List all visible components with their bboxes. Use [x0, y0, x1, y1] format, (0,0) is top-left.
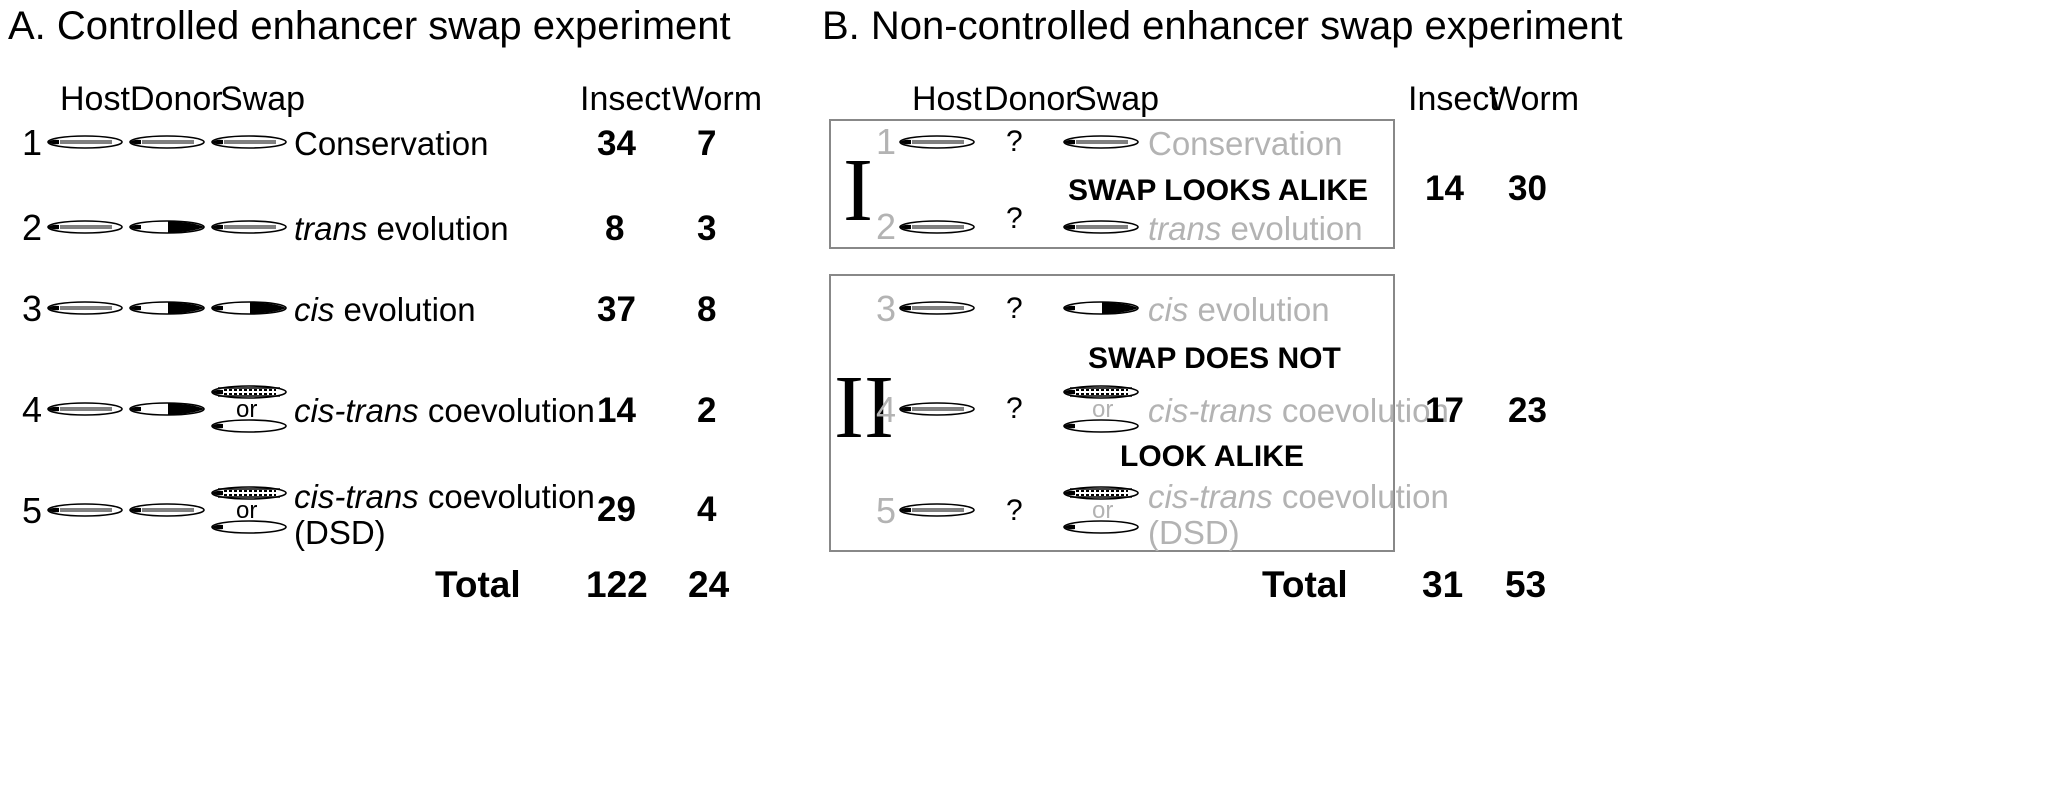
- insect-count: 37: [597, 290, 636, 329]
- enhancer-plain-icon: [899, 220, 975, 234]
- or-text: or: [1092, 497, 1114, 524]
- panel-b-total-worm: 53: [1505, 564, 1547, 605]
- panel-a-header-host: Host: [60, 80, 130, 118]
- or-text: or: [236, 497, 258, 524]
- enhancer-divergent-icon: [211, 301, 287, 315]
- panel-b-total-label: Total: [1262, 564, 1348, 605]
- roman-numeral-2: II: [834, 358, 894, 457]
- enhancer-plain-icon: [1063, 220, 1139, 234]
- enhancer-plain-icon: [899, 135, 975, 149]
- panel-b-total-insect: 31: [1422, 564, 1464, 605]
- enhancer-plain-icon: [129, 503, 205, 517]
- or-text: or: [236, 396, 258, 423]
- row-number: 1: [22, 122, 43, 163]
- row-number: 2: [22, 207, 43, 248]
- group2-insect-count: 17: [1425, 391, 1464, 430]
- panel-a-header-insect: Insect: [580, 80, 671, 118]
- row-label: cis-trans coevolution: [294, 392, 595, 429]
- enhancer-plain-icon: [899, 402, 975, 416]
- panel-a-total-label: Total: [435, 564, 521, 605]
- panel-a-header-donor: Donor: [130, 80, 223, 118]
- enhancer-divergent-icon: [129, 301, 205, 315]
- row-label: cis-trans coevolution: [294, 478, 595, 515]
- worm-count: 3: [697, 209, 717, 248]
- enhancer-plain-icon: [899, 301, 975, 315]
- group-box-not-alike: [829, 274, 1395, 552]
- row-label: Conservation: [294, 125, 489, 162]
- insect-count: 14: [597, 391, 636, 430]
- enhancer-altered-icon: [1063, 385, 1139, 399]
- enhancer-plain-icon: [211, 135, 287, 149]
- enhancer-divergent-icon: [1063, 301, 1139, 315]
- enhancer-altered-icon: [211, 486, 287, 500]
- enhancer-plain-icon: [211, 220, 287, 234]
- row-number: 1: [876, 121, 897, 162]
- panel-a-total-worm: 24: [688, 564, 730, 605]
- row-number: 5: [876, 490, 897, 531]
- worm-count: 2: [697, 391, 717, 430]
- panel-a-total-insect: 122: [586, 564, 648, 605]
- row-label: Conservation: [1148, 125, 1343, 162]
- enhancer-divergent-icon: [129, 220, 205, 234]
- group-box-alike: [829, 119, 1395, 249]
- panel-b-header-donor: Donor: [984, 80, 1077, 118]
- donor-unknown: ?: [1006, 494, 1023, 527]
- donor-unknown: ?: [1006, 392, 1023, 425]
- enhancer-plain-icon: [47, 503, 123, 517]
- enhancer-plain-icon: [47, 220, 123, 234]
- row-label: trans evolution: [1148, 210, 1363, 247]
- row-number: 4: [876, 389, 897, 430]
- donor-unknown: ?: [1006, 202, 1023, 235]
- enhancer-plain-icon: [47, 301, 123, 315]
- enhancer-empty-icon: [1063, 419, 1139, 433]
- panel-a-header-swap: Swap: [220, 80, 306, 118]
- enhancer-plain-icon: [47, 135, 123, 149]
- panel-b-header-worm: Worm: [1489, 80, 1580, 118]
- insect-count: 8: [605, 209, 625, 248]
- row-label: cis-trans coevolution: [1148, 478, 1449, 515]
- enhancer-empty-icon: [211, 419, 287, 433]
- row-label-line2: (DSD): [294, 514, 386, 551]
- enhancer-empty-icon: [1063, 520, 1139, 534]
- panel-b-header-insect: Insect: [1408, 80, 1499, 118]
- insect-count: 29: [597, 490, 636, 529]
- panel-a-header-worm: Worm: [672, 80, 763, 118]
- donor-unknown: ?: [1006, 292, 1023, 325]
- insect-count: 34: [597, 124, 636, 163]
- row-label: cis-trans coevolution: [1148, 392, 1449, 429]
- group1-worm-count: 30: [1508, 169, 1547, 208]
- row-number: 4: [22, 389, 43, 430]
- row-label: cis evolution: [294, 291, 476, 328]
- panel-b-header-swap: Swap: [1074, 80, 1160, 118]
- worm-count: 4: [697, 490, 717, 529]
- or-text: or: [1092, 396, 1114, 423]
- enhancer-altered-icon: [211, 385, 287, 399]
- enhancer-plain-icon: [129, 135, 205, 149]
- roman-numeral-1: I: [843, 141, 873, 240]
- worm-count: 8: [697, 290, 717, 329]
- enhancer-altered-icon: [1063, 486, 1139, 500]
- panel-b-header-host: Host: [912, 80, 982, 118]
- enhancer-plain-icon: [47, 402, 123, 416]
- panel-a-title: A. Controlled enhancer swap experiment: [8, 4, 731, 48]
- enhancer-plain-icon: [899, 503, 975, 517]
- row-label-line2: (DSD): [1148, 514, 1240, 551]
- row-number: 5: [22, 490, 43, 531]
- swap-does-not-caption: SWAP DOES NOT: [1088, 342, 1341, 375]
- row-number: 2: [876, 206, 897, 247]
- enhancer-plain-icon: [1063, 135, 1139, 149]
- enhancer-empty-icon: [211, 520, 287, 534]
- row-label: cis evolution: [1148, 291, 1330, 328]
- group1-insect-count: 14: [1425, 169, 1464, 208]
- panel-b-title: B. Non-controlled enhancer swap experime…: [822, 4, 1623, 48]
- group2-worm-count: 23: [1508, 391, 1547, 430]
- enhancer-divergent-icon: [129, 402, 205, 416]
- worm-count: 7: [697, 124, 717, 163]
- look-alike-caption: LOOK ALIKE: [1120, 440, 1304, 473]
- swap-looks-alike-caption: SWAP LOOKS ALIKE: [1068, 174, 1369, 207]
- row-number: 3: [22, 288, 43, 329]
- donor-unknown: ?: [1006, 125, 1023, 158]
- row-number: 3: [876, 288, 897, 329]
- row-label: trans evolution: [294, 210, 509, 247]
